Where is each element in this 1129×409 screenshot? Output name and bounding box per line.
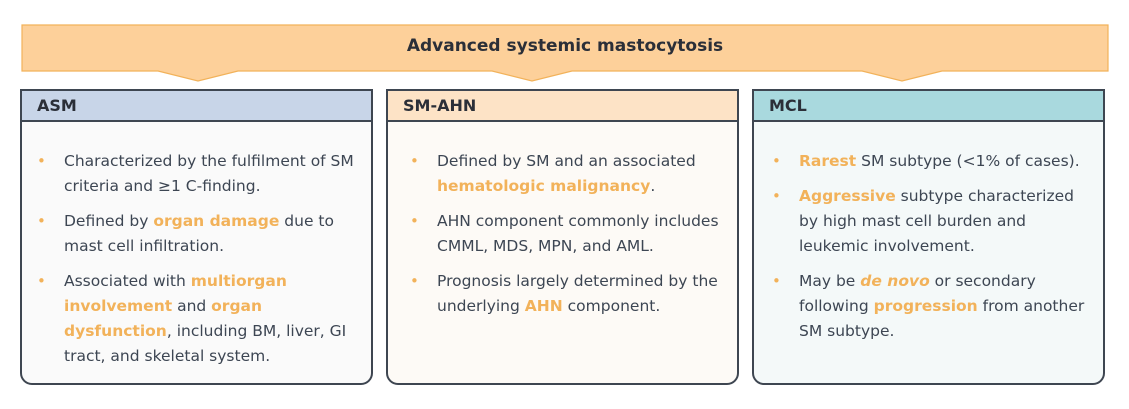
bullet-item: • Prognosis largely determined by the und… — [410, 269, 727, 319]
bullet-list-mcl: • Rarest SM subtype (<1% of cases). • Aggre… — [772, 149, 1095, 344]
bullet-dot-icon: • — [772, 187, 781, 205]
card-mcl: MCL • Rarest SM subtype (<1% of cases). • A… — [752, 89, 1105, 385]
bullet-text: Prognosis largely determined by the unde… — [437, 272, 718, 315]
bullet-text: , including BM, liver, GI tract, and ske… — [64, 322, 347, 365]
card-header-sm-ahn: SM-AHN — [388, 91, 737, 122]
highlight-text: Aggressive — [799, 187, 896, 205]
bullet-text: component. — [562, 297, 661, 315]
bullet-text: Associated with — [64, 272, 191, 290]
bullet-text: Defined by SM and an associated — [437, 152, 696, 170]
bullet-dot-icon: • — [410, 212, 419, 230]
card-body-sm-ahn: • Defined by SM and an associated hematol… — [388, 122, 737, 319]
highlight-text: organ dysfunction — [64, 297, 263, 340]
card-header-asm: ASM — [22, 91, 371, 122]
bullet-dot-icon: • — [772, 152, 781, 170]
bullet-text: . — [650, 177, 656, 195]
bullet-text: Defined by — [64, 212, 154, 230]
bullet-text: Characterized by the fulfilment of SM cr… — [64, 152, 354, 195]
card-body-asm: • Characterized by the fulfilment of SM c… — [22, 122, 371, 369]
bullet-text: AHN component commonly includes CMML, MD… — [437, 212, 719, 255]
bullet-dot-icon: • — [37, 212, 46, 230]
bullet-item: • Defined by organ damage due to mast cel… — [37, 209, 361, 259]
banner-shape — [21, 24, 1109, 82]
card-asm: ASM • Characterized by the fulfilment of … — [20, 89, 373, 385]
card-body-mcl: • Rarest SM subtype (<1% of cases). • Aggre… — [754, 122, 1103, 344]
bullet-dot-icon: • — [37, 272, 46, 290]
bullet-list-asm: • Characterized by the fulfilment of SM c… — [37, 149, 361, 369]
bullet-item: • Rarest SM subtype (<1% of cases). — [772, 149, 1095, 174]
highlight-text: hematologic malignancy — [437, 177, 651, 195]
bullet-dot-icon: • — [410, 272, 419, 290]
bullet-text: SM subtype (<1% of cases). — [856, 152, 1080, 170]
bullet-text: and — [172, 297, 212, 315]
highlight-text: Rarest — [799, 152, 857, 170]
highlight-text: multiorgan involvement — [64, 272, 287, 315]
highlight-text: progression — [873, 297, 978, 315]
bullet-text: due to mast cell infiltration. — [64, 212, 334, 255]
bullet-list-sm-ahn: • Defined by SM and an associated hematol… — [410, 149, 727, 319]
bullet-dot-icon: • — [772, 272, 781, 290]
highlight-text: organ damage — [153, 212, 280, 230]
banner-arrow-shape — [21, 24, 1109, 82]
bullet-dot-icon: • — [37, 152, 46, 170]
highlight-text: de novo — [860, 272, 930, 290]
banner-title: Advanced systemic mastocytosis — [406, 36, 724, 56]
bullet-item: • May be de novo or secondary following p… — [772, 269, 1095, 344]
bullet-text: May be — [799, 272, 861, 290]
bullet-item: •Associated with multiorgan involvement … — [37, 269, 361, 369]
bullet-item: • Aggressive subtype characterized by hig… — [772, 184, 1095, 259]
bullet-item: • AHN component commonly includes CMML, M… — [410, 209, 727, 259]
card-header-mcl: MCL — [754, 91, 1103, 122]
bullet-text: subtype characterized by high mast cell … — [799, 187, 1074, 255]
bullet-dot-icon: • — [410, 152, 419, 170]
bullet-item: • Characterized by the fulfilment of SM c… — [37, 149, 361, 199]
bullet-item: • Defined by SM and an associated hematol… — [410, 149, 727, 199]
bullet-text: or secondary following — [799, 272, 1036, 315]
card-sm-ahn: SM-AHN • Defined by SM and an associated … — [386, 89, 739, 385]
highlight-text: AHN — [524, 297, 563, 315]
bullet-text: from another SM subtype. — [799, 297, 1085, 340]
